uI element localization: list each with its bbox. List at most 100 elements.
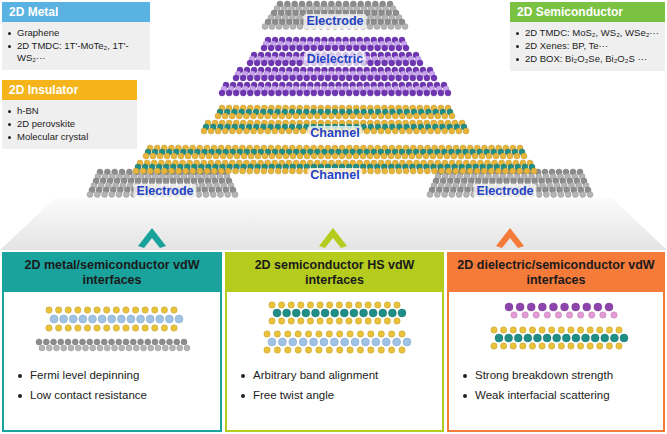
atom <box>311 309 319 317</box>
atom <box>616 343 622 349</box>
bullet-dot <box>18 374 22 378</box>
bullet-dot <box>18 394 22 398</box>
atom <box>233 75 239 81</box>
atom <box>379 309 387 317</box>
panel-heading: 2D Semiconductor <box>510 2 665 22</box>
atom <box>382 60 388 66</box>
atom <box>50 315 58 323</box>
atom <box>522 312 528 318</box>
atom <box>417 75 423 81</box>
layer-label: Channel <box>307 126 362 141</box>
atom <box>61 345 67 351</box>
atom <box>360 45 366 51</box>
atom <box>46 345 52 351</box>
atom <box>610 334 618 342</box>
atom <box>388 347 394 353</box>
atom <box>261 75 267 81</box>
atom <box>222 128 228 134</box>
atom <box>520 327 526 333</box>
atom <box>582 334 590 342</box>
bullet-dot <box>8 32 11 35</box>
atom <box>68 345 74 351</box>
material-panel: 2D Insulatorh-BN2D perovskiteMolecular c… <box>2 80 137 149</box>
atom <box>283 75 289 81</box>
atom <box>406 113 412 119</box>
atom <box>326 347 332 353</box>
atom-row <box>36 339 187 345</box>
atom <box>161 307 167 313</box>
property-text: Fermi level depinning <box>30 368 139 383</box>
atom <box>152 307 158 313</box>
atom <box>347 347 353 353</box>
atom <box>75 307 81 313</box>
atom <box>183 168 189 174</box>
atom <box>385 128 391 134</box>
atom <box>289 338 297 346</box>
bullet-list: Fermi level depinningLow contact resista… <box>4 360 220 403</box>
atom <box>140 168 146 174</box>
atom <box>382 45 388 51</box>
atom <box>442 128 448 134</box>
atom <box>113 307 119 313</box>
atom <box>264 347 270 353</box>
atom <box>157 153 163 159</box>
atom <box>449 113 455 119</box>
atom <box>36 339 42 345</box>
atom <box>290 60 296 66</box>
atom <box>304 45 310 51</box>
atom <box>500 327 506 333</box>
atom <box>275 75 281 81</box>
atom <box>417 60 423 66</box>
atom <box>240 90 246 96</box>
atom <box>233 168 239 174</box>
atom <box>162 345 168 351</box>
atom <box>539 343 545 349</box>
atom <box>520 343 526 349</box>
atom <box>305 331 311 337</box>
layer-label: Electrode <box>134 184 197 199</box>
atom <box>219 90 225 96</box>
material-text: 2D perovskite <box>17 118 75 130</box>
atom <box>353 75 359 81</box>
bullet-item: 2D BOX: Bi₂O₂Se, Bi₂O₂S ··· <box>516 53 659 65</box>
atom-row <box>491 343 622 349</box>
atom <box>361 338 369 346</box>
atom <box>339 153 345 159</box>
atom <box>307 302 313 308</box>
bullet-item: Arbitrary band alignment <box>241 368 434 383</box>
interface-sketch <box>449 298 663 360</box>
atom <box>297 75 303 81</box>
atom <box>248 153 254 159</box>
atom <box>65 307 71 313</box>
atom <box>293 128 299 134</box>
atom <box>142 325 148 331</box>
atom <box>225 192 231 198</box>
atom <box>396 75 402 81</box>
atom <box>367 75 373 81</box>
atom <box>402 153 408 159</box>
bullet-dot <box>241 394 245 398</box>
atom <box>529 327 535 333</box>
atom <box>171 153 177 159</box>
atom <box>297 60 303 66</box>
atom <box>142 307 148 313</box>
layer-label: Channel <box>307 168 362 183</box>
atom <box>307 113 313 119</box>
atom <box>278 302 284 308</box>
atom-row <box>261 45 409 51</box>
atom <box>326 318 332 324</box>
atom <box>587 343 593 349</box>
bullet-dot <box>8 136 11 139</box>
atom <box>605 303 613 311</box>
atom <box>146 315 154 323</box>
atom <box>113 325 119 331</box>
atom-row <box>491 327 622 333</box>
atom <box>240 75 246 81</box>
atom <box>445 90 451 96</box>
atom <box>261 168 267 174</box>
atom <box>72 339 78 345</box>
atom <box>399 347 405 353</box>
atom <box>83 345 89 351</box>
atom <box>295 347 301 353</box>
atom <box>290 24 296 30</box>
